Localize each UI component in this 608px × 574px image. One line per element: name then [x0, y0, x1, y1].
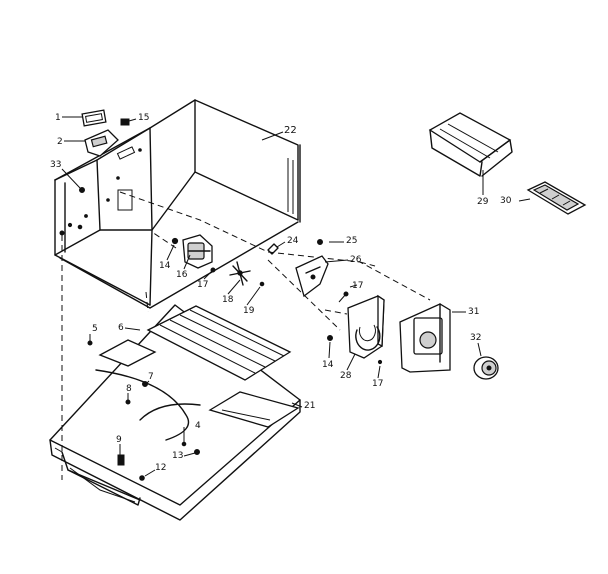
label-part-8: 8 [126, 384, 132, 394]
label-part-28: 28 [340, 371, 352, 381]
label-part-19: 19 [243, 306, 255, 316]
bracket-26 [295, 255, 329, 298]
fan-blade [210, 261, 265, 287]
label-part-31: 31 [468, 307, 480, 317]
grille-31 [399, 303, 451, 373]
base-screws [87, 340, 200, 481]
label-part-33: 33 [50, 160, 62, 170]
label-part-21: 21 [304, 401, 316, 411]
label-part-2: 2 [57, 137, 63, 147]
label-part-13: 13 [172, 451, 184, 461]
label-part-1: 1 [55, 113, 61, 123]
label-part-6: 6 [118, 323, 124, 333]
part-33-screw [79, 187, 85, 193]
part-25-screw [317, 239, 323, 245]
label-part-14-a: 14 [159, 261, 171, 271]
label-part-17-b: 17 [352, 281, 364, 291]
base-pan-21 [49, 304, 301, 521]
label-part-30: 30 [500, 196, 512, 206]
label-part-17-c: 17 [372, 379, 384, 389]
label-part-16: 16 [176, 270, 188, 280]
small-screw-left [59, 224, 83, 236]
fan-housing-28 [327, 294, 385, 365]
label-part-9: 9 [116, 435, 122, 445]
label-part-14-b: 14 [322, 360, 334, 370]
label-part-25: 25 [346, 236, 358, 246]
part-17-screw-b [338, 291, 349, 303]
label-part-18: 18 [222, 295, 234, 305]
part-1-plate [81, 109, 107, 127]
insert-29 [428, 112, 513, 177]
part-15-screw [120, 118, 130, 126]
strip-30 [526, 181, 587, 215]
label-part-15: 15 [138, 113, 150, 123]
label-part-4: 4 [195, 421, 201, 431]
fan-motor [171, 234, 213, 269]
label-part-17-a: 17 [197, 280, 209, 290]
part-24-clip [267, 243, 279, 255]
label-part-5: 5 [92, 324, 98, 334]
label-part-22: 22 [284, 125, 297, 136]
label-part-29: 29 [477, 197, 489, 207]
label-part-24: 24 [287, 236, 299, 246]
label-part-7: 7 [148, 372, 154, 382]
label-part-12: 12 [155, 463, 167, 473]
part-2-bracket [84, 129, 119, 157]
knob-32 [473, 356, 499, 380]
label-part-26: 26 [350, 255, 362, 265]
outer-case [54, 99, 301, 309]
label-part-32: 32 [470, 333, 482, 343]
